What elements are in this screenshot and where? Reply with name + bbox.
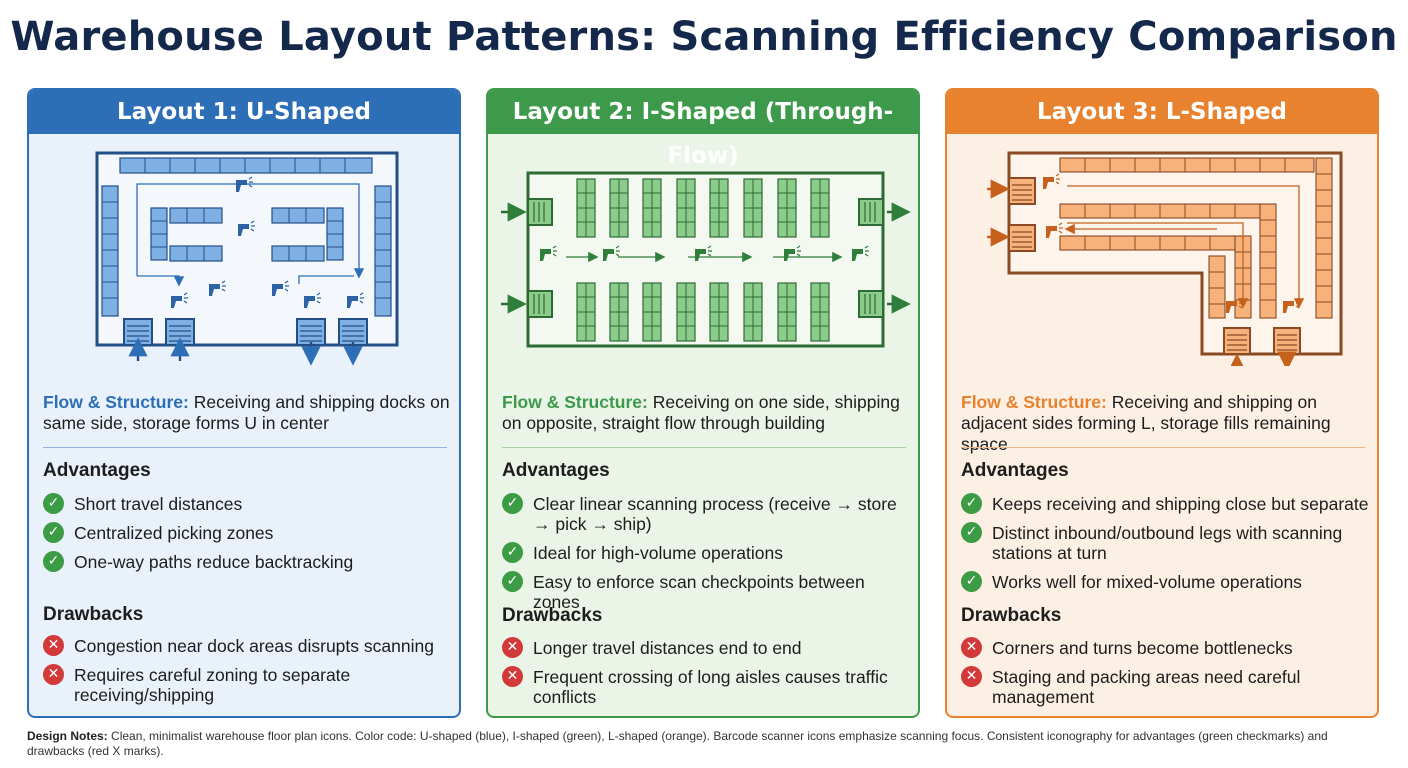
design-notes: Design Notes: Clean, minimalist warehous… (27, 729, 1387, 759)
advantage-item: ✓One-way paths reduce backtracking (43, 551, 453, 572)
advantage-item: ✓Keeps receiving and shipping close but … (961, 493, 1371, 514)
flow-structure-description: Receiving on one side, shipping on oppos… (502, 392, 900, 433)
x-mark-icon: ✕ (961, 666, 982, 687)
layout-panel-l-shaped: Layout 3: L-Shaped (945, 88, 1379, 718)
check-icon: ✓ (502, 571, 523, 592)
flow-structure-text: Flow & Structure: Receiving and shipping… (961, 392, 1371, 455)
drawbacks-list: ✕Congestion near dock areas disrupts sca… (43, 635, 453, 714)
drawback-item: ✕Requires careful zoning to separate rec… (43, 664, 453, 705)
flow-structure-label: Flow & Structure: (43, 392, 189, 412)
check-icon: ✓ (961, 493, 982, 514)
flow-structure-description: Receiving and shipping on adjacent sides… (961, 392, 1331, 454)
page-title: Warehouse Layout Patterns: Scanning Effi… (10, 14, 1398, 60)
advantages-heading: Advantages (502, 460, 610, 481)
i-shaped-floor-plan (501, 171, 911, 348)
x-mark-icon: ✕ (961, 637, 982, 658)
layout-panel-i-shaped: Layout 2: I-Shaped (Through-Flow) (486, 88, 920, 718)
divider (502, 447, 906, 448)
drawback-item: ✕Longer travel distances end to end (502, 637, 912, 658)
advantage-item: ✓Works well for mixed-volume operations (961, 571, 1371, 592)
x-mark-icon: ✕ (43, 664, 64, 685)
design-notes-text: Clean, minimalist warehouse floor plan i… (27, 729, 1328, 758)
x-mark-icon: ✕ (43, 635, 64, 656)
advantages-heading: Advantages (961, 460, 1069, 481)
advantages-heading: Advantages (43, 460, 151, 481)
check-icon: ✓ (502, 542, 523, 563)
advantage-item: ✓Distinct inbound/outbound legs with sca… (961, 522, 1371, 563)
check-icon: ✓ (43, 551, 64, 572)
check-icon: ✓ (961, 522, 982, 543)
x-mark-icon: ✕ (502, 637, 523, 658)
advantages-list: ✓Clear linear scanning process (receive … (502, 493, 912, 621)
drawback-item: ✕Congestion near dock areas disrupts sca… (43, 635, 453, 656)
u-shaped-floor-plan (95, 151, 399, 366)
check-icon: ✓ (43, 522, 64, 543)
check-icon: ✓ (961, 571, 982, 592)
panel-header: Layout 2: I-Shaped (Through-Flow) (488, 90, 918, 169)
advantage-item: ✓Ideal for high-volume operations (502, 542, 912, 563)
drawbacks-list: ✕Corners and turns become bottlenecks ✕S… (961, 637, 1371, 716)
drawbacks-heading: Drawbacks (502, 605, 603, 626)
panel-header: Layout 1: U-Shaped (29, 90, 459, 134)
drawbacks-heading: Drawbacks (43, 604, 144, 625)
layout-panel-u-shaped: Layout 1: U-Shaped (27, 88, 461, 718)
advantage-item: ✓Easy to enforce scan checkpoints betwee… (502, 571, 912, 612)
divider (961, 447, 1365, 448)
drawback-item: ✕Frequent crossing of long aisles causes… (502, 666, 912, 707)
panel-header: Layout 3: L-Shaped (947, 90, 1377, 134)
drawback-item: ✕Staging and packing areas need careful … (961, 666, 1371, 707)
advantage-item: ✓Short travel distances (43, 493, 453, 514)
drawback-item: ✕Corners and turns become bottlenecks (961, 637, 1371, 658)
advantage-item: ✓Clear linear scanning process (receive … (502, 493, 912, 534)
drawbacks-list: ✕Longer travel distances end to end ✕Fre… (502, 637, 912, 716)
x-mark-icon: ✕ (502, 666, 523, 687)
check-icon: ✓ (43, 493, 64, 514)
design-notes-label: Design Notes: (27, 729, 108, 743)
advantages-list: ✓Keeps receiving and shipping close but … (961, 493, 1371, 601)
advantages-list: ✓Short travel distances ✓Centralized pic… (43, 493, 453, 581)
flow-structure-text: Flow & Structure: Receiving and shipping… (43, 392, 453, 434)
l-shaped-floor-plan (987, 151, 1343, 366)
divider (43, 447, 447, 448)
advantage-item: ✓Centralized picking zones (43, 522, 453, 543)
flow-structure-description: Receiving and shipping docks on same sid… (43, 392, 450, 433)
flow-structure-label: Flow & Structure: (961, 392, 1107, 412)
drawbacks-heading: Drawbacks (961, 605, 1062, 626)
check-icon: ✓ (502, 493, 523, 514)
flow-structure-label: Flow & Structure: (502, 392, 648, 412)
flow-structure-text: Flow & Structure: Receiving on one side,… (502, 392, 912, 434)
